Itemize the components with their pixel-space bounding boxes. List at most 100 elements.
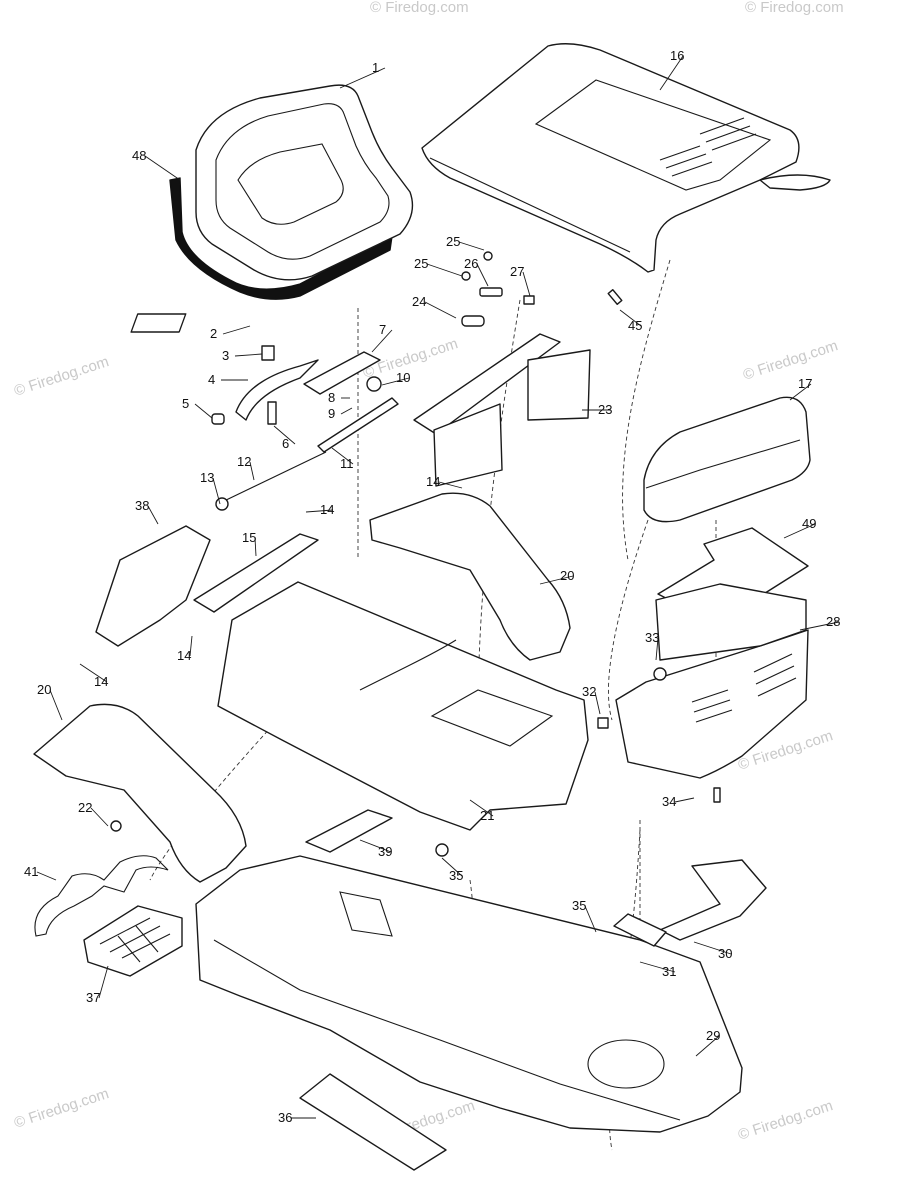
mounting-plate bbox=[305, 809, 393, 853]
callout-leader-39 bbox=[359, 839, 392, 853]
callout-leader-16 bbox=[659, 55, 684, 91]
flange-nut bbox=[435, 843, 449, 857]
hood-vent-slot bbox=[659, 145, 713, 177]
callout-leader-24 bbox=[424, 301, 457, 319]
seat-bracket bbox=[235, 359, 319, 421]
callout-number-34: 34 bbox=[662, 794, 676, 809]
callout-leader-33 bbox=[655, 637, 659, 661]
shift-slot bbox=[359, 639, 457, 691]
battery-cover bbox=[643, 396, 811, 523]
watermark-text: © Firedog.com bbox=[12, 353, 111, 400]
callout-number-45: 45 bbox=[628, 318, 642, 333]
seat-adjust-rod bbox=[317, 397, 399, 453]
hex-nut bbox=[653, 667, 667, 681]
callout-number-9: 9 bbox=[328, 406, 335, 421]
callout-number-16: 16 bbox=[670, 48, 684, 63]
callout-leader-7 bbox=[371, 329, 393, 353]
battery-box-group bbox=[615, 396, 811, 779]
flange-nut bbox=[110, 820, 122, 832]
callout-leader-31 bbox=[639, 961, 676, 973]
rear-fender-left bbox=[33, 703, 247, 883]
callout-number-8: 8 bbox=[328, 390, 335, 405]
callout-leader-35 bbox=[584, 905, 597, 933]
fuel-tank-bracket bbox=[193, 533, 319, 613]
watermark-text: © Firedog.com bbox=[745, 0, 844, 16]
callout-number-10: 10 bbox=[396, 370, 410, 385]
mounting-bracket bbox=[659, 859, 767, 941]
seat-mount-plate bbox=[130, 313, 187, 333]
callout-number-2: 2 bbox=[210, 326, 217, 341]
battery-box-rear-flange bbox=[655, 583, 807, 661]
hood bbox=[421, 43, 800, 273]
callout-leader-2 bbox=[222, 325, 251, 335]
washer bbox=[461, 315, 485, 327]
callout-number-41: 41 bbox=[24, 864, 38, 879]
callout-leader-14 bbox=[305, 509, 334, 513]
hardware-parts bbox=[95, 251, 721, 803]
callout-number-33: 33 bbox=[645, 630, 659, 645]
callout-leader-14 bbox=[79, 663, 108, 683]
callout-leader-41 bbox=[36, 871, 57, 881]
rod-knob bbox=[215, 497, 229, 511]
callout-leader-34 bbox=[674, 797, 695, 803]
callout-number-32: 32 bbox=[582, 684, 596, 699]
battery-cover-lip bbox=[645, 439, 801, 489]
gasket bbox=[479, 287, 503, 297]
callout-number-25: 25 bbox=[414, 256, 428, 271]
seat-cushion-line bbox=[237, 143, 344, 225]
callout-leader-13 bbox=[212, 477, 221, 505]
callout-number-36: 36 bbox=[278, 1110, 292, 1125]
callout-number-4: 4 bbox=[208, 372, 215, 387]
hood-bolt bbox=[607, 289, 623, 305]
pedal-bracket-left bbox=[433, 403, 503, 487]
tool-tray-grid bbox=[99, 917, 171, 963]
watermark-text: © Firedog.com bbox=[736, 1097, 835, 1144]
callout-number-14: 14 bbox=[94, 674, 108, 689]
callout-leader-37 bbox=[98, 965, 109, 999]
chassis-deck-edge bbox=[213, 939, 681, 1121]
callout-number-15: 15 bbox=[242, 530, 256, 545]
callout-number-1: 1 bbox=[372, 60, 379, 75]
callout-leader-26 bbox=[476, 263, 489, 287]
pedal-bracket bbox=[413, 333, 561, 435]
chassis-pulley-hole bbox=[587, 1039, 665, 1089]
spring bbox=[261, 345, 275, 361]
callout-number-5: 5 bbox=[182, 396, 189, 411]
callout-leader-20 bbox=[539, 575, 574, 585]
bolt bbox=[267, 401, 277, 425]
rear-fender-right bbox=[369, 492, 571, 661]
callout-number-21: 21 bbox=[480, 808, 494, 823]
callout-number-7: 7 bbox=[379, 322, 386, 337]
callout-leader-14 bbox=[438, 481, 463, 489]
callout-number-29: 29 bbox=[706, 1028, 720, 1043]
hood-vent-slot bbox=[699, 117, 757, 151]
hood-side-panel bbox=[759, 174, 831, 191]
callout-number-38: 38 bbox=[135, 498, 149, 513]
callout-leader-35 bbox=[441, 857, 463, 877]
body-group bbox=[33, 492, 606, 977]
callout-number-6: 6 bbox=[282, 436, 289, 451]
clip bbox=[523, 295, 535, 305]
floor-mat bbox=[299, 1073, 447, 1171]
chassis-frame bbox=[195, 855, 743, 1133]
callout-number-14: 14 bbox=[177, 648, 191, 663]
callout-leader-27 bbox=[522, 271, 531, 297]
watermark-text: © Firedog.com bbox=[12, 1085, 111, 1132]
callout-leader-14 bbox=[189, 635, 193, 657]
callout-leader-9 bbox=[340, 407, 353, 415]
main-body-frame bbox=[217, 581, 589, 831]
callout-leader-10 bbox=[381, 377, 410, 386]
callout-number-13: 13 bbox=[200, 470, 214, 485]
callout-number-20: 20 bbox=[37, 682, 51, 697]
callout-number-14: 14 bbox=[426, 474, 440, 489]
watermark-text: © Firedog.com bbox=[741, 337, 840, 384]
callout-number-30: 30 bbox=[718, 946, 732, 961]
callout-number-27: 27 bbox=[510, 264, 524, 279]
callout-leader-11 bbox=[331, 447, 354, 465]
hood-assembly bbox=[421, 43, 831, 273]
seat bbox=[195, 84, 414, 281]
callout-leader-48 bbox=[144, 155, 181, 181]
part-number-callouts: 1481623456789101112131414141415382020174… bbox=[24, 48, 840, 1125]
